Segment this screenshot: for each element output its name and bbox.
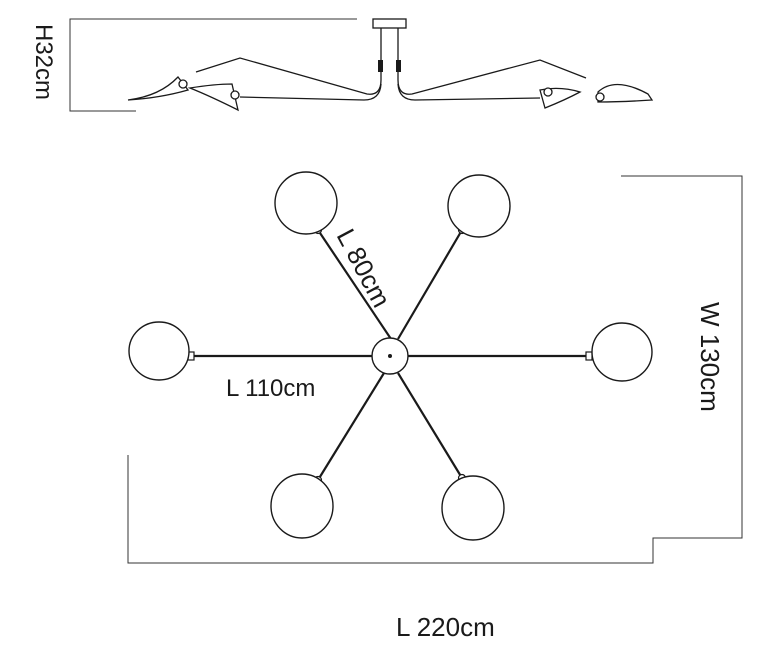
shade-upper-left <box>274 171 338 235</box>
arm-length-label: L 80cm <box>331 224 397 313</box>
side-arm-left-upper <box>195 57 382 95</box>
height-label: H32cm <box>30 24 57 100</box>
width-label: W 130cm <box>695 302 725 412</box>
arm-lower-left <box>317 372 385 481</box>
side-shade-left-outer <box>127 76 190 101</box>
shade-upper-right <box>447 174 511 238</box>
height-dimension-line <box>69 18 357 112</box>
span-label: L 110cm <box>226 375 315 402</box>
side-view <box>69 18 654 112</box>
side-arm-right-upper <box>397 59 587 95</box>
shade-lower-left <box>270 473 334 539</box>
arm-upper-right <box>397 229 463 340</box>
arm-lower-right <box>397 372 463 479</box>
ceiling-canopy <box>372 18 407 29</box>
shade-left <box>128 321 190 381</box>
side-arm-left-lower <box>239 83 382 101</box>
side-arm-right-lower <box>397 83 541 101</box>
length-label: L 220cm <box>396 612 495 642</box>
side-shade-left-inner <box>187 83 239 112</box>
side-shade-right-outer <box>597 83 654 103</box>
shade-lower-right <box>441 475 505 541</box>
shade-right <box>591 322 653 382</box>
top-view <box>127 171 743 564</box>
width-dimension-line <box>127 175 743 564</box>
arm-upper-left <box>317 229 392 340</box>
